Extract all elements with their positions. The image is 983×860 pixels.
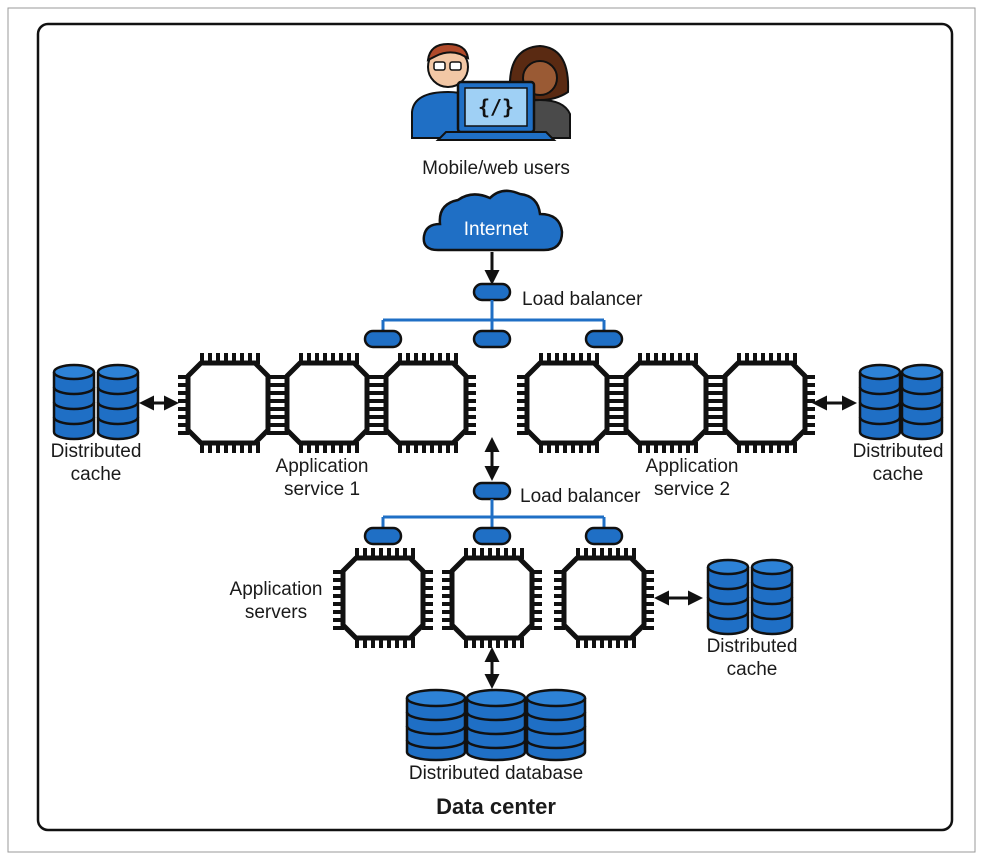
load-balancer-mid-label: Load balancer (520, 486, 641, 507)
chip-icon (616, 353, 716, 453)
cache-left-icon (52, 363, 140, 441)
cache-right-icon (858, 363, 944, 441)
chip-icon (554, 548, 654, 648)
service2-chips (517, 353, 815, 453)
chip-icon (517, 353, 617, 453)
internet-label: Internet (463, 219, 529, 240)
service1-chips (178, 353, 476, 453)
data-center-label: Data center (436, 794, 556, 819)
data-center-container (36, 22, 954, 832)
load-balancer-top-label: Load balancer (522, 289, 643, 310)
users-label: Mobile/web users (422, 158, 570, 179)
chip-icon (178, 353, 278, 453)
chip-icon (333, 548, 433, 648)
laptop-code-text: {/} (478, 95, 514, 119)
cache-bottom-icon (706, 558, 794, 636)
users-icon: {/} (411, 42, 571, 141)
database-label: Distributed database (408, 763, 584, 784)
database-icon (405, 688, 587, 762)
chip-icon (277, 353, 377, 453)
internet-cloud-icon (422, 189, 564, 252)
load-balancer-mid-icon (363, 481, 624, 546)
chip-icon (442, 548, 542, 648)
load-balancer-top-icon (363, 282, 624, 349)
chip-icon (715, 353, 815, 453)
chip-icon (376, 353, 476, 453)
app-server-chips (333, 548, 654, 648)
